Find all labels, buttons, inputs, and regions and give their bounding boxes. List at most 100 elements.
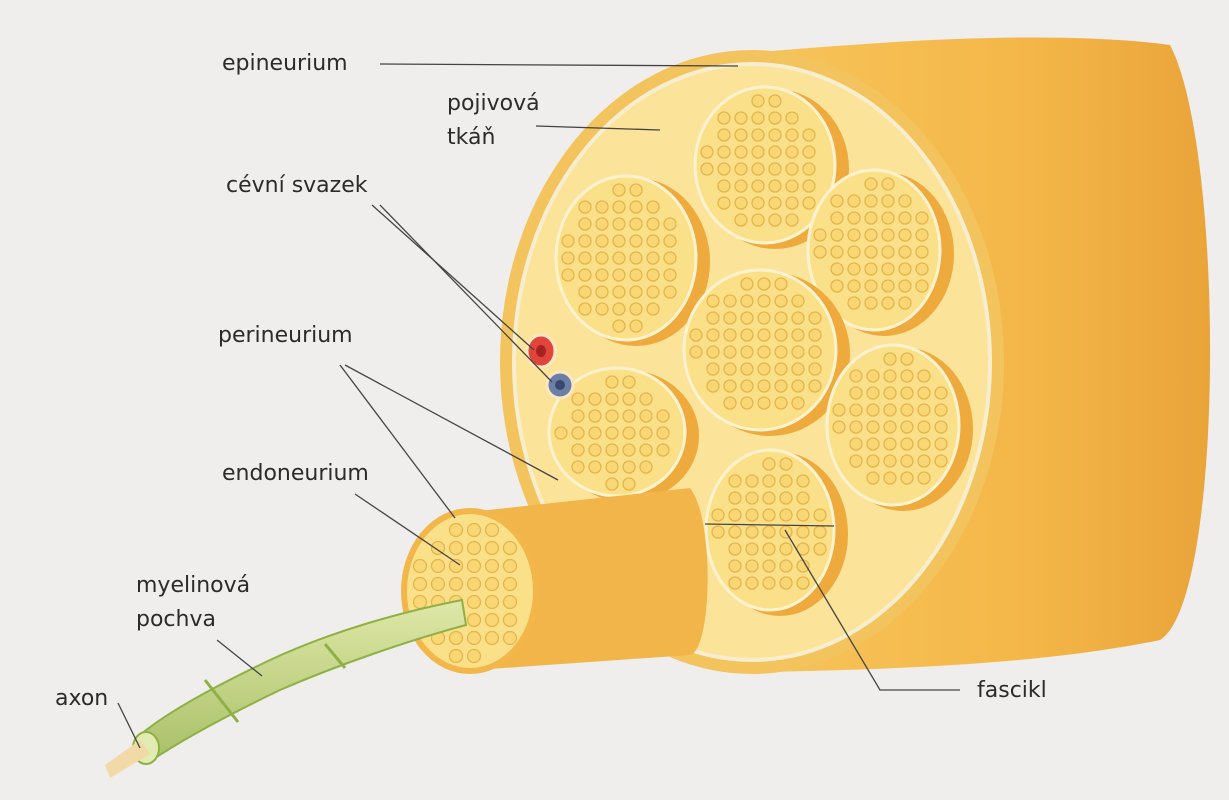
nerve-fiber [785,111,799,125]
nerve-fiber [466,648,482,664]
nerve-fiber [723,311,737,325]
nerve-fiber [847,279,861,293]
nerve-fiber [734,179,748,193]
nerve-fiber [578,285,592,299]
nerve-fiber [595,200,609,214]
nerve-fiber [849,420,863,434]
nerve-fiber [656,426,670,440]
nerve-fiber [466,558,482,574]
nerve-fiber [728,576,742,590]
nerve-fiber [728,542,742,556]
nerve-fiber [917,403,931,417]
nerve-fiber [898,245,912,259]
nerve-fiber [561,251,575,265]
nerve-fiber [802,145,816,159]
nerve-fiber [734,128,748,142]
nerve-fiber [629,268,643,282]
nerve-fiber [847,296,861,310]
endoneurium-fibers [412,522,518,664]
nerve-fiber [622,460,636,474]
nerve-fiber [622,409,636,423]
nerve-fiber [502,558,518,574]
nerve-fiber [578,251,592,265]
nerve-fiber [605,375,619,389]
nerve-fiber [802,128,816,142]
nerve-fiber [502,612,518,628]
nerve-fiber [502,594,518,610]
nerve-fiber [866,386,880,400]
nerve-fiber [578,217,592,231]
nerve-fiber [774,362,788,376]
nerve-fiber [740,362,754,376]
label-vascular-bundle: cévní svazek [226,173,368,198]
nerve-fiber [849,454,863,468]
nerve-fiber [864,228,878,242]
nerve-fiber [561,268,575,282]
nerve-fiber [706,379,720,393]
nerve-fiber [779,457,793,471]
nerve-fiber [740,328,754,342]
nerve-fiber [717,196,731,210]
nerve-fiber [881,177,895,191]
nerve-fiber [768,111,782,125]
nerve-fiber [883,437,897,451]
nerve-fiber [484,576,500,592]
nerve-fiber [484,522,500,538]
nerve-fiber [898,194,912,208]
nerve-fiber [728,525,742,539]
nerve-fiber [757,396,771,410]
nerve-fiber [740,277,754,291]
nerve-fiber [813,228,827,242]
label-axon: axon [55,686,109,711]
nerve-fiber [639,443,653,457]
nerve-fiber [832,420,846,434]
nerve-fiber [864,245,878,259]
nerve-fiber [448,558,464,574]
nerve-fiber [561,234,575,248]
nerve-fiber [717,128,731,142]
nerve-fiber [745,474,759,488]
nerve-fiber [883,403,897,417]
label-perineurium: perineurium [218,323,353,348]
nerve-fiber [762,559,776,573]
fascicle [825,343,973,511]
nerve-fiber [900,369,914,383]
nerve-fiber [751,162,765,176]
nerve-fiber [588,443,602,457]
nerve-fiber [663,268,677,282]
nerve-fiber [588,426,602,440]
nerve-fiber [830,279,844,293]
nerve-fiber [629,285,643,299]
nerve-fiber [430,540,446,556]
nerve-fiber [629,251,643,265]
nerve-fiber [774,328,788,342]
nerve-fiber [864,262,878,276]
nerve-fiber [578,302,592,316]
nerve-fiber [656,409,670,423]
nerve-fiber [768,145,782,159]
nerve-fiber [588,460,602,474]
nerve-fiber [785,162,799,176]
nerve-fiber [791,328,805,342]
fascicle [704,448,848,616]
nerve-fiber [723,396,737,410]
nerve-fiber [448,576,464,592]
nerve-fiber [847,228,861,242]
nerve-fiber [448,630,464,646]
nerve-fiber [700,162,714,176]
nerve-fiber [717,162,731,176]
nerve-fiber [751,94,765,108]
nerve-fiber [629,217,643,231]
label-epineurium: epineurium [222,51,348,76]
nerve-fiber [612,200,626,214]
label-myelin-sheath-line2: pochva [136,607,216,632]
nerve-fiber [578,268,592,282]
nerve-fiber [917,437,931,451]
nerve-fiber [745,542,759,556]
nerve-fiber [802,179,816,193]
nerve-fiber [915,279,929,293]
nerve-fiber [723,362,737,376]
nerve-fiber [796,576,810,590]
fascicle [693,85,849,249]
